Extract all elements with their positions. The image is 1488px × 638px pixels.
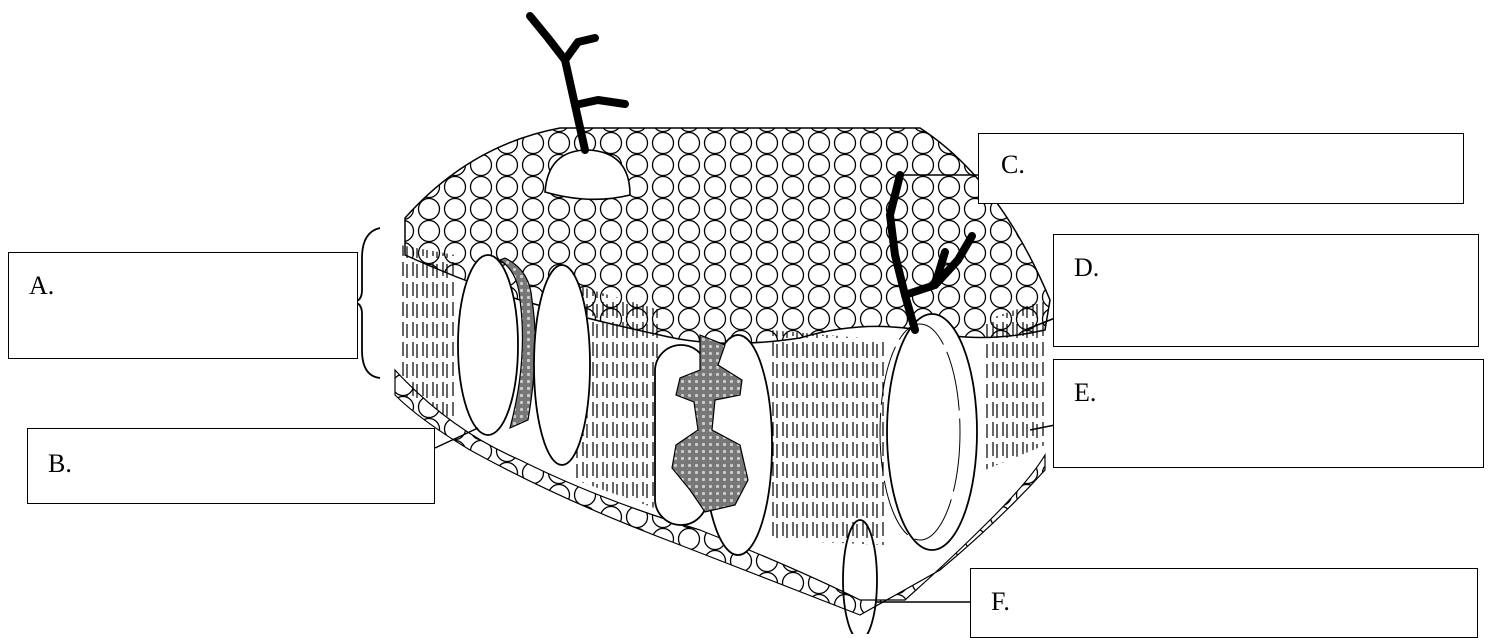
label-box-c[interactable]: C. (978, 133, 1464, 204)
label-f-text: F. (991, 587, 1010, 617)
label-box-e[interactable]: E. (1053, 359, 1484, 468)
label-box-d[interactable]: D. (1053, 234, 1479, 347)
label-a-text: A. (29, 271, 54, 301)
label-d-text: D. (1074, 253, 1099, 283)
label-c-text: C. (1001, 150, 1025, 180)
label-box-f[interactable]: F. (970, 568, 1478, 638)
label-box-b[interactable]: B. (27, 428, 435, 504)
label-box-a[interactable]: A. (8, 252, 358, 359)
label-b-text: B. (48, 449, 72, 479)
label-e-text: E. (1074, 378, 1096, 408)
